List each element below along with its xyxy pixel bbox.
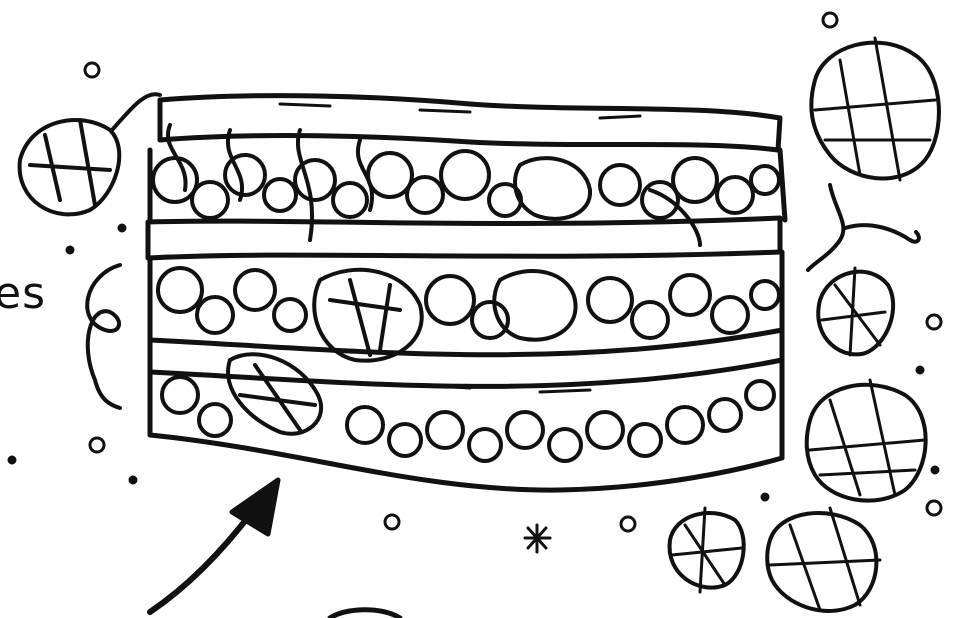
- sprout-curl: [808, 185, 919, 270]
- rock-icon: [811, 43, 939, 179]
- arrow-icon: [150, 480, 278, 612]
- sparkle-icon: [525, 525, 550, 552]
- cropped-bottom-arc: [330, 610, 400, 618]
- loose-rock-icons: [670, 38, 939, 611]
- middle-slab-band: [148, 218, 780, 258]
- left-loose-rock-icon: [20, 94, 160, 214]
- layered-rock-block: [148, 96, 785, 490]
- lower-slab-band: [150, 330, 782, 386]
- top-slab-layer: [160, 96, 780, 150]
- left-curl: [87, 265, 120, 408]
- lower-grain-layer: [162, 354, 774, 461]
